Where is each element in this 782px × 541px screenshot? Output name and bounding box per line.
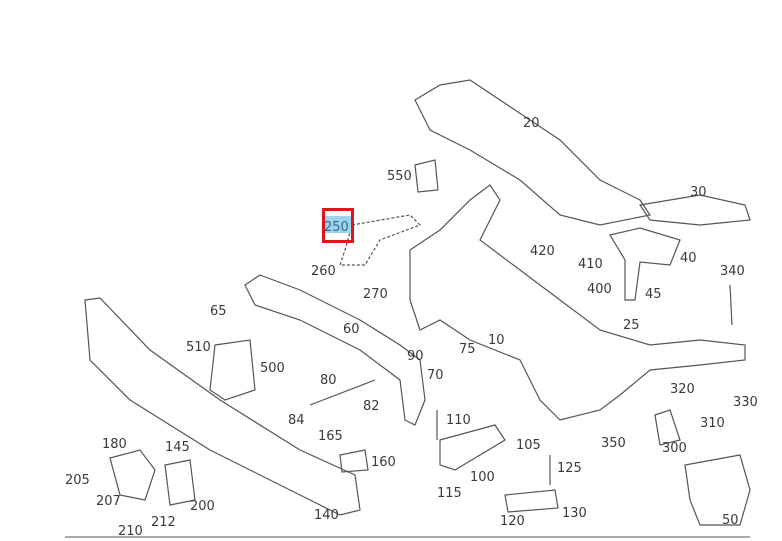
part-300-bracket [654,409,681,446]
part-label-30[interactable]: 30 [690,185,707,200]
part-label-250[interactable]: 250 [324,220,349,235]
part-100-module [439,424,506,471]
part-label-300[interactable]: 300 [662,441,687,456]
part-label-105[interactable]: 105 [516,438,541,453]
part-label-400[interactable]: 400 [587,282,612,297]
part-label-90[interactable]: 90 [407,349,424,364]
part-120-sleeve [504,489,559,513]
part-label-84[interactable]: 84 [288,413,305,428]
part-label-160[interactable]: 160 [371,455,396,470]
part-550-bump-stop [414,159,439,193]
part-label-110[interactable]: 110 [446,413,471,428]
part-label-310[interactable]: 310 [700,416,725,431]
part-label-510[interactable]: 510 [186,340,211,355]
part-label-210[interactable]: 210 [118,524,143,539]
part-30-bracket [638,194,751,226]
part-label-350[interactable]: 350 [601,436,626,451]
part-label-180[interactable]: 180 [102,437,127,452]
part-label-205[interactable]: 205 [65,473,90,488]
part-200-bracket [164,459,196,506]
part-label-100[interactable]: 100 [470,470,495,485]
part-label-165[interactable]: 165 [318,429,343,444]
part-label-145[interactable]: 145 [165,440,190,455]
part-40-bracket [609,227,681,301]
part-label-340[interactable]: 340 [720,264,745,279]
part-label-130[interactable]: 130 [562,506,587,521]
part-label-270[interactable]: 270 [363,287,388,302]
part-60-bar [244,274,426,426]
part-label-212[interactable]: 212 [151,515,176,530]
part-label-20[interactable]: 20 [523,116,540,131]
part-label-200[interactable]: 200 [190,499,215,514]
part-label-330[interactable]: 330 [733,395,758,410]
part-180-bracket [109,449,156,501]
part-250-bracket [339,214,422,266]
part-label-80[interactable]: 80 [320,373,337,388]
highlight-box-250[interactable] [322,208,354,243]
part-label-320[interactable]: 320 [670,382,695,397]
part-160-bracket [339,449,369,473]
part-label-550[interactable]: 550 [387,169,412,184]
part-label-70[interactable]: 70 [427,368,444,383]
part-140-bumper-beam [84,297,361,516]
part-label-500[interactable]: 500 [260,361,285,376]
part-label-120[interactable]: 120 [500,514,525,529]
part-label-75[interactable]: 75 [459,342,476,357]
part-label-140[interactable]: 140 [314,508,339,523]
part-label-25[interactable]: 25 [623,318,640,333]
part-label-10[interactable]: 10 [488,333,505,348]
part-label-260[interactable]: 260 [311,264,336,279]
part-label-82[interactable]: 82 [363,399,380,414]
part-80-bolt [309,379,376,406]
part-label-207[interactable]: 207 [96,494,121,509]
part-340-bolt [729,284,733,326]
part-label-125[interactable]: 125 [557,461,582,476]
part-10-front-frame [409,184,746,421]
part-label-115[interactable]: 115 [437,486,462,501]
part-label-50[interactable]: 50 [722,513,739,528]
part-label-65[interactable]: 65 [210,304,227,319]
part-500-bracket [209,339,256,401]
part-label-40[interactable]: 40 [680,251,697,266]
part-label-60[interactable]: 60 [343,322,360,337]
part-label-45[interactable]: 45 [645,287,662,302]
part-20-crossmember [414,79,651,226]
part-label-420[interactable]: 420 [530,244,555,259]
part-label-410[interactable]: 410 [578,257,603,272]
part-50-mount [684,454,751,526]
